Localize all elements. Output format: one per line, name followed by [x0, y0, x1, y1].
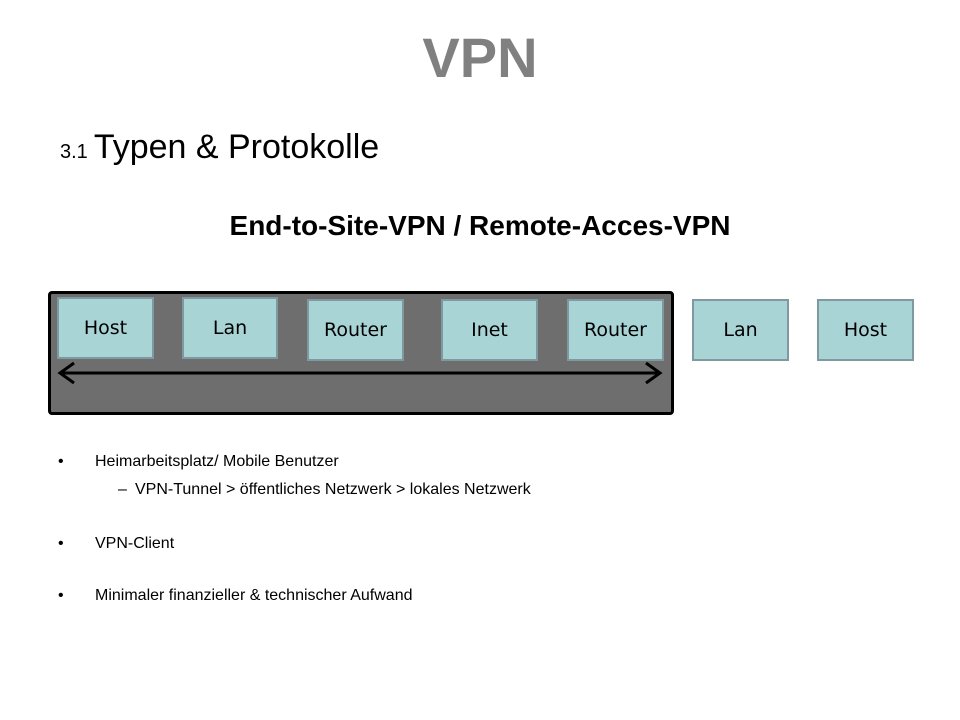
node-host-left: Host [57, 297, 154, 359]
sub-bullet-text: VPN-Tunnel > öffentliches Netzwerk > lok… [135, 481, 531, 498]
bullet-marker: • [58, 587, 64, 604]
slide-title: VPN [422, 26, 538, 89]
bullet-marker: • [58, 453, 64, 470]
section-number: 3.1 [60, 141, 88, 163]
bullet-text: Heimarbeitsplatz/ Mobile Benutzer [95, 453, 339, 470]
bullet-item: • Minimaler finanzieller & technischer Au… [58, 586, 412, 605]
sub-bullet-item: –VPN-Tunnel > öffentliches Netzwerk > lo… [118, 480, 531, 499]
node-router-right: Router [567, 299, 664, 361]
node-lan-right: Lan [692, 299, 789, 361]
bullet-item: • VPN-Client [58, 534, 174, 553]
double-arrow-icon [57, 361, 663, 385]
bullet-text: VPN-Client [95, 535, 175, 552]
section-title: Typen & Protokolle [93, 128, 380, 166]
node-host-right: Host [817, 299, 914, 361]
node-lan-left: Lan [182, 297, 278, 359]
node-inet: Inet [441, 299, 538, 361]
diagram-subtitle: End-to-Site-VPN / Remote-Acces-VPN [229, 210, 731, 241]
dash-marker: – [118, 481, 127, 498]
bullet-item: • Heimarbeitsplatz/ Mobile Benutzer [58, 452, 339, 471]
bullet-marker: • [58, 535, 64, 552]
bullet-text: Minimaler finanzieller & technischer Auf… [95, 587, 413, 604]
node-router-left: Router [307, 299, 404, 361]
